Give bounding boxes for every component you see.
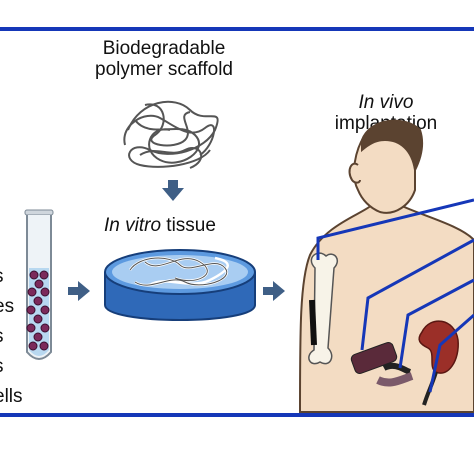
scaffold-label-line2: polymer scaffold [95,59,233,80]
top-border-line [0,27,474,31]
in-vitro-italic: In vitro [104,215,162,236]
in-vivo-italic: In vivo [358,92,414,113]
connector-line [360,238,474,351]
cell-type-labels: s es s s ells [0,262,23,412]
down-arrow-icon [162,180,184,201]
polymer-scaffold-icon [123,100,219,169]
right-arrow-icon [68,281,90,301]
connector-line [428,313,474,393]
petri-dish-icon [104,249,256,321]
cell-type-label: s [0,352,23,382]
in-vitro-rest: tissue [161,215,216,236]
human-figure-icon [298,119,474,413]
cells-icon [26,270,50,351]
connector-line [316,198,474,260]
cell-type-label: ells [0,386,23,407]
connector-line [398,278,474,369]
cell-type-label: s [0,322,23,352]
scaffold-label-line1: Biodegradable [102,38,226,59]
cell-type-label: es [0,296,15,317]
scaffold-label: Biodegradable polymer scaffold [78,38,250,80]
bottom-border-line [0,413,474,417]
cell-type-label: s [0,262,23,292]
in-vitro-label: In vitro tissue [104,215,216,236]
connector-lines [316,198,474,393]
bone-shadow [309,299,317,346]
right-arrow-icon [263,281,285,301]
